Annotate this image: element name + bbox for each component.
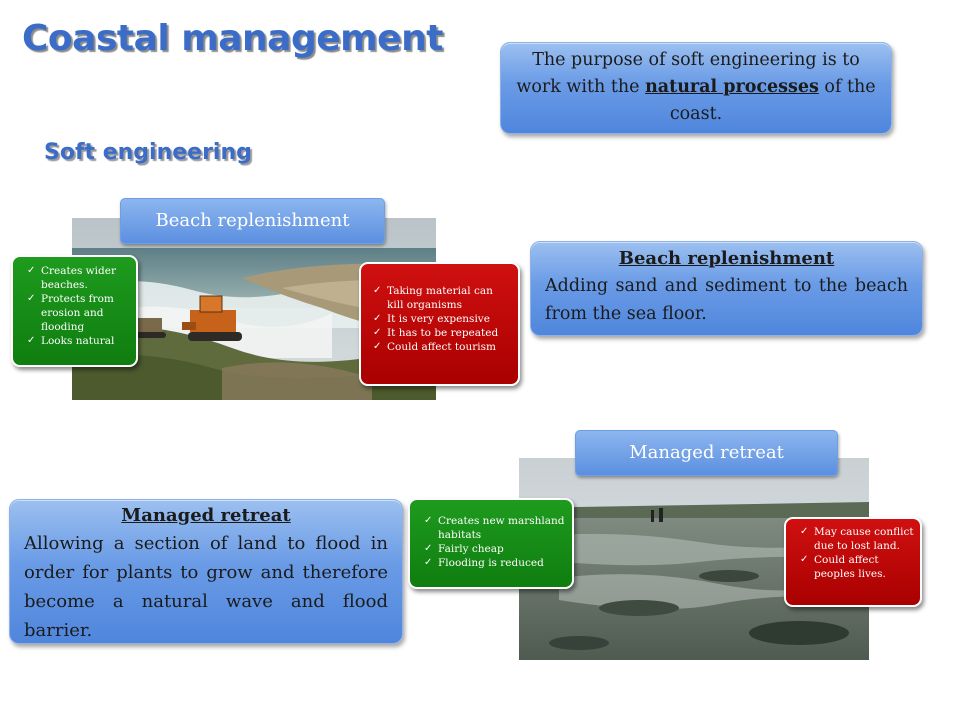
managed-retreat-description-box: Managed retreat Allowing a section of la… <box>9 499 403 644</box>
beach-replenishment-label: Beach replenishment <box>120 198 385 244</box>
disadvantage-item: It is very expensive <box>373 312 512 326</box>
managed-retreat-disadvantages: May cause conflict due to lost land. Cou… <box>784 517 922 607</box>
advantage-item: Creates new marshland habitats <box>424 514 566 542</box>
beach-replenishment-advantages: Creates wider beaches. Protects from ero… <box>11 255 138 367</box>
advantage-item: Creates wider beaches. <box>27 264 130 292</box>
section-subtitle: Soft engineering <box>44 140 252 165</box>
purpose-emphasis: natural processes <box>645 77 819 97</box>
managed-retreat-description: Allowing a section of land to flood in o… <box>24 533 388 641</box>
disadvantage-item: Could affect tourism <box>373 340 512 354</box>
purpose-text-start: The purpose of soft engineering is to wo… <box>516 50 860 97</box>
disadvantage-item: Taking material can kill organisms <box>373 284 512 312</box>
beach-replenishment-description: Adding sand and sediment to the beach fr… <box>545 276 908 324</box>
page-title: Coastal management <box>22 18 443 59</box>
purpose-box: The purpose of soft engineering is to wo… <box>500 42 892 134</box>
advantage-item: Protects from erosion and flooding <box>27 292 130 334</box>
managed-retreat-heading: Managed retreat <box>121 505 291 526</box>
beach-replenishment-heading: Beach replenishment <box>618 248 835 269</box>
advantage-item: Looks natural <box>27 334 130 348</box>
disadvantage-item: Could affect peoples lives. <box>800 553 914 581</box>
advantage-item: Flooding is reduced <box>424 556 566 570</box>
managed-retreat-advantages: Creates new marshland habitats Fairly ch… <box>408 498 574 589</box>
managed-retreat-label: Managed retreat <box>575 430 838 476</box>
disadvantage-item: It has to be repeated <box>373 326 512 340</box>
advantage-item: Fairly cheap <box>424 542 566 556</box>
disadvantage-item: May cause conflict due to lost land. <box>800 525 914 553</box>
beach-replenishment-disadvantages: Taking material can kill organisms It is… <box>359 262 520 386</box>
purpose-text-end: of the coast. <box>669 77 876 124</box>
beach-replenishment-description-box: Beach replenishment Adding sand and sedi… <box>530 241 923 336</box>
